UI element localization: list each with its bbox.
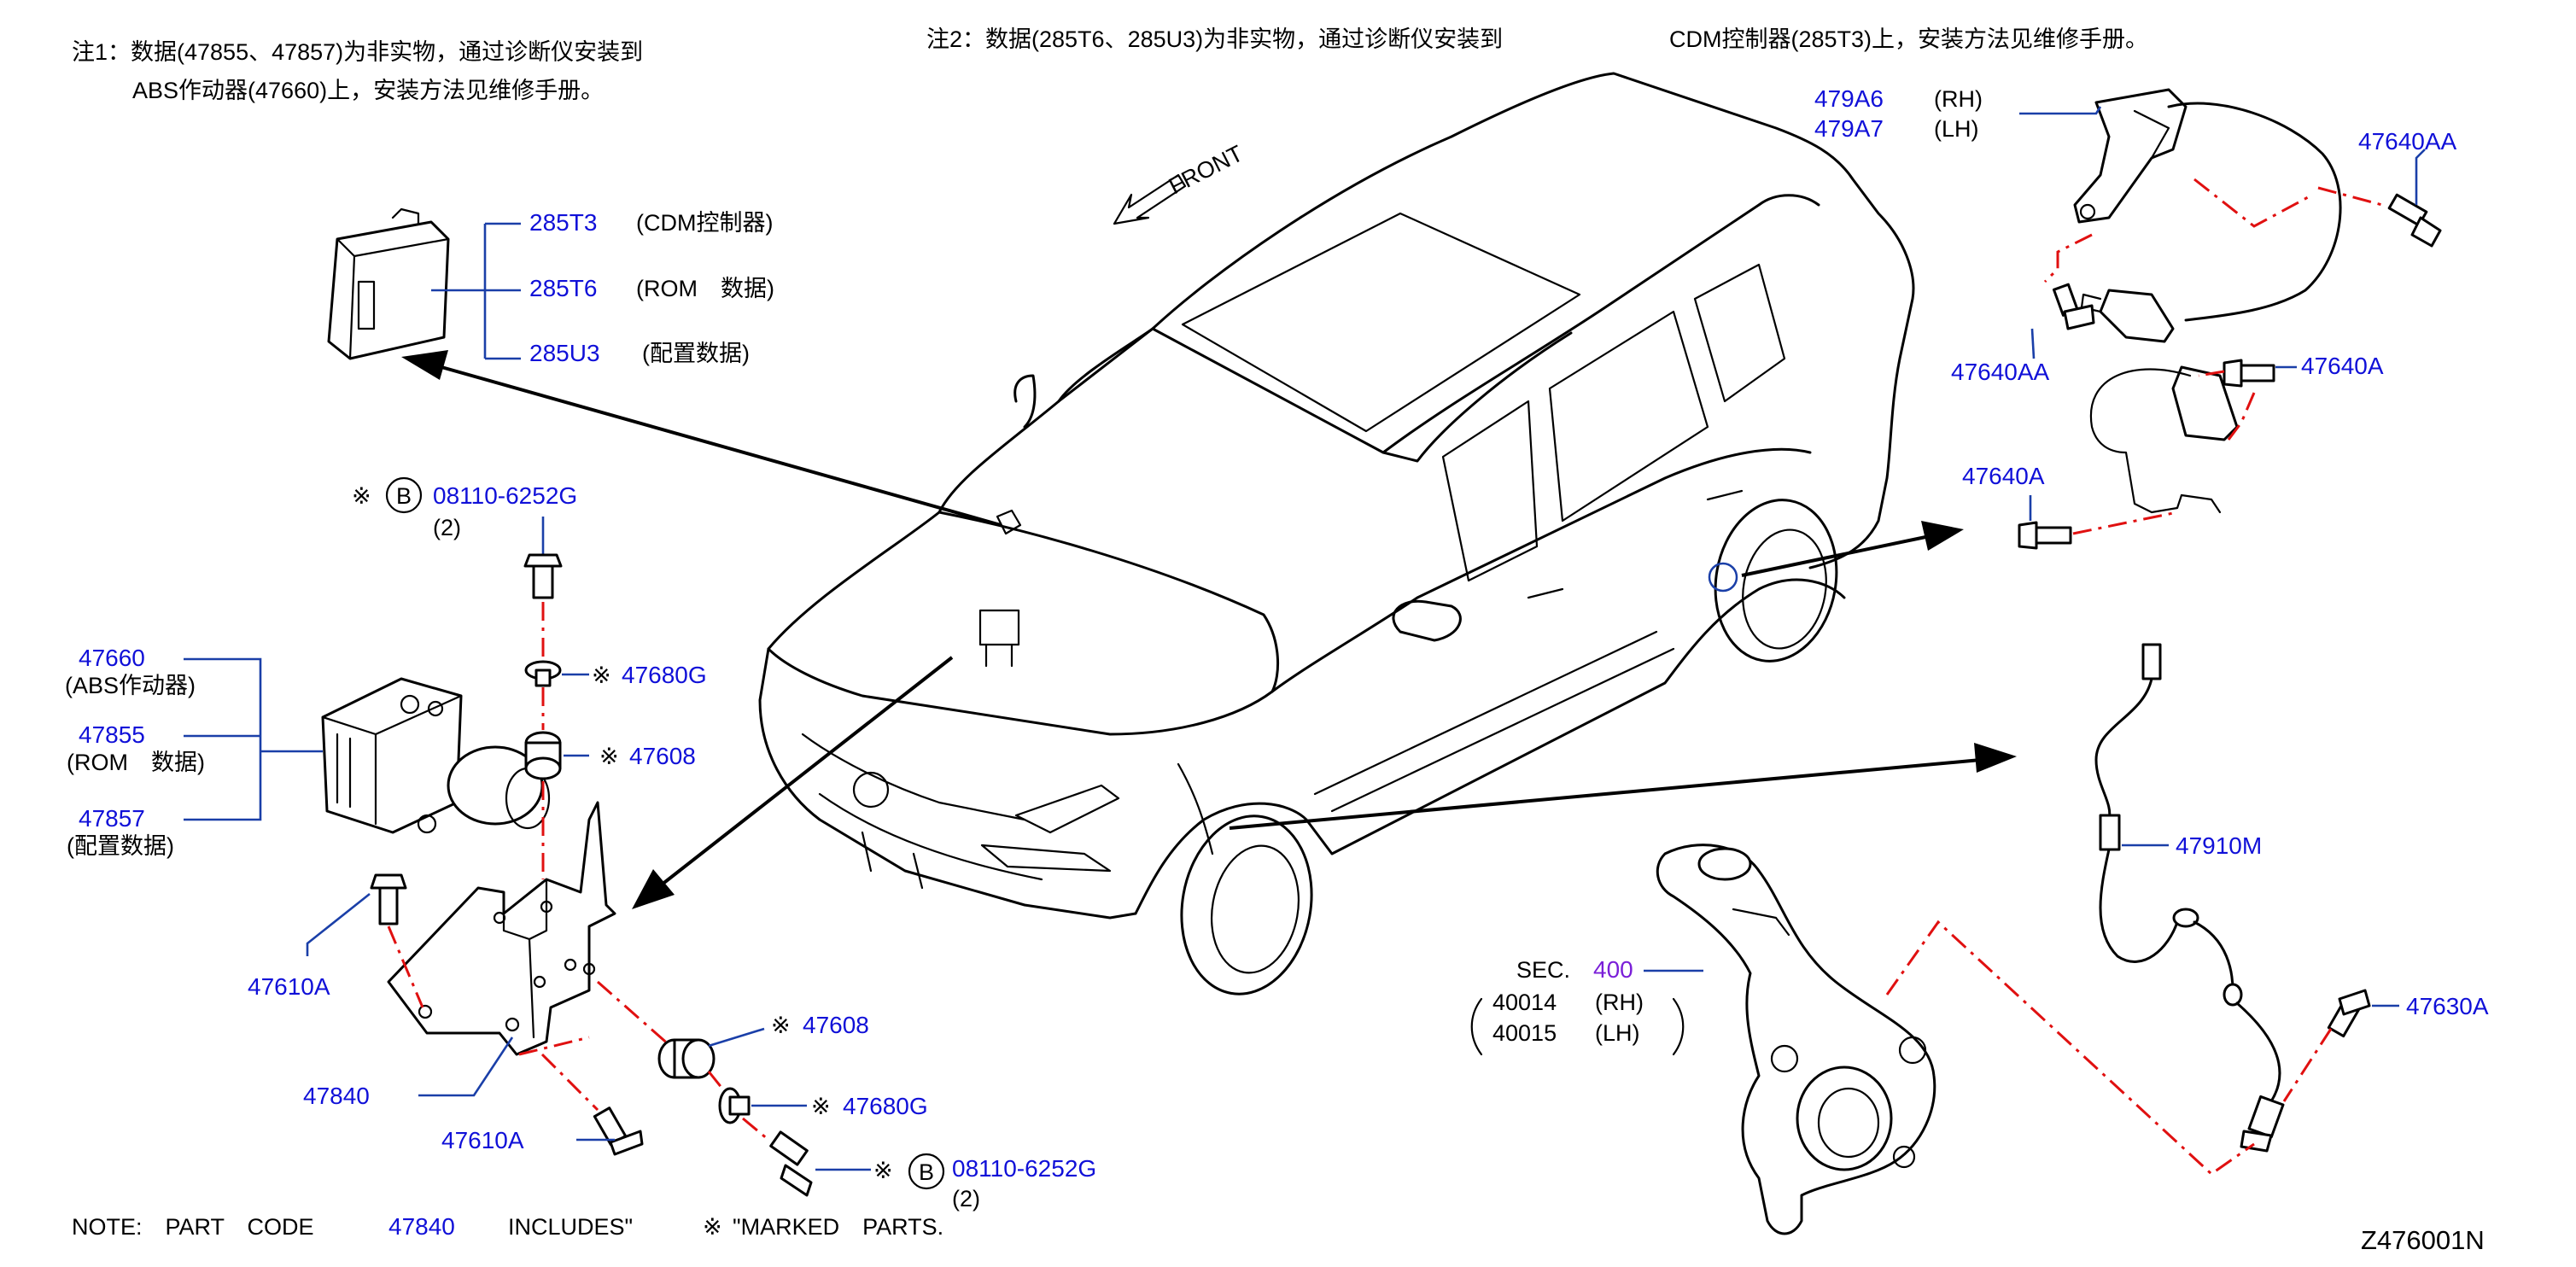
note1-line1: 注1：数据(47855、47857)为非实物，通过诊断仪安装到 (72, 39, 643, 65)
footer-note-code[interactable]: 47840 (388, 1213, 455, 1240)
top-bolt-qty: (2) (433, 515, 461, 540)
abs-leader-lines (184, 657, 323, 821)
footer-note-mid: INCLUDES" (508, 1214, 633, 1240)
abs-bracket-drawing (387, 801, 616, 1056)
abs-actuator-desc: (ABS作动器) (65, 673, 196, 698)
steering-knuckle-drawing (1656, 844, 1936, 1235)
front-bolt-aa-top-code[interactable]: 47640AA (2358, 128, 2457, 155)
top-grommet-code[interactable]: 47680G (622, 662, 707, 688)
front-bolt-a-right-code[interactable]: 47640A (2301, 353, 2384, 379)
bottom-grommet-mark: ※ (811, 1094, 831, 1119)
bottom-bushing-drawing (657, 1038, 716, 1079)
top-bolt-code[interactable]: 08110-6252G (433, 482, 577, 509)
front-bolt-a-bottom-code[interactable]: 47640A (1962, 463, 2045, 489)
front-sensor-rh-desc: (RH) (1934, 86, 1983, 112)
vehicle-drawing (758, 72, 1915, 996)
diagram-id: Z476001N (2361, 1225, 2485, 1255)
bracket-code[interactable]: 47840 (303, 1083, 370, 1109)
front-bolt-aa-mid-drawing (2052, 283, 2095, 330)
bottom-bolt-code[interactable]: 47610A (441, 1127, 524, 1153)
abs-config-data-desc: (配置数据) (67, 833, 174, 859)
abs-rom-data-code[interactable]: 47855 (79, 721, 145, 748)
rear-bolt-drawing (2327, 989, 2371, 1038)
top-bushing-drawing (524, 731, 562, 780)
front-bolt-a-right-drawing (2223, 359, 2275, 388)
front-sensor-rh-code[interactable]: 479A6 (1814, 85, 1884, 112)
knuckle-sec-code[interactable]: 400 (1593, 956, 1633, 983)
cdm-rom-data-code[interactable]: 285T6 (529, 275, 597, 301)
top-grommet-drawing (524, 660, 562, 687)
front-sensor-lh-code[interactable]: 479A7 (1814, 115, 1884, 142)
rear-wheel-sensor-drawing (2094, 643, 2285, 1153)
note2-part-b: CDM控制器(285T3)上，安装方法见维修手册。 (1669, 26, 2148, 52)
abs-config-data-code[interactable]: 47857 (79, 805, 145, 832)
bottom-bolt2-circle-b (908, 1153, 945, 1190)
top-bushing-code[interactable]: 47608 (629, 743, 696, 769)
footer-note-mark: ※ (703, 1214, 722, 1240)
knuckle-sec-label: SEC. (1516, 957, 1570, 983)
front-bolt-a-bottom-drawing (2018, 521, 2072, 550)
front-bolt-aa-top-drawing (2387, 193, 2442, 248)
bottom-bolt2-drawing (769, 1130, 813, 1197)
bottom-grommet-code[interactable]: 47680G (843, 1093, 928, 1119)
top-bolt-drawing (523, 553, 563, 599)
bottom-bolt2-code[interactable]: 08110-6252G (952, 1155, 1096, 1182)
cdm-leader-lines (431, 222, 521, 360)
abs-actuator-drawing (321, 677, 551, 834)
top-grommet-mark: ※ (592, 663, 611, 688)
abs-rom-data-desc: (ROM 数据) (67, 750, 205, 775)
cdm-config-data-desc: (配置数据) (642, 341, 750, 366)
front-sensor-lh-desc: (LH) (1934, 116, 1979, 142)
note2-part-a: 注2：数据(285T6、285U3)为非实物，通过诊断仪安装到 (926, 26, 1503, 52)
front-direction-indicator: FRONT (1113, 140, 1247, 225)
front-bolt-aa-mid-code[interactable]: 47640AA (1951, 359, 2050, 385)
pointer-arrows (401, 350, 2017, 909)
bottom-bushing-code[interactable]: 47608 (803, 1012, 869, 1038)
left-bolt-code[interactable]: 47610A (248, 973, 330, 1000)
rear-harness-code[interactable]: 47910M (2176, 832, 2262, 859)
bottom-bolt2-mark: ※ (873, 1158, 893, 1183)
knuckle-rh-code[interactable]: 40014 (1492, 990, 1557, 1015)
top-bushing-mark: ※ (599, 744, 619, 769)
bottom-bolt-drawing (593, 1106, 644, 1156)
bottom-bolt2-circle-b-label: B (919, 1159, 934, 1185)
knuckle-rh-desc: (RH) (1595, 990, 1644, 1015)
bottom-grommet-drawing (718, 1087, 751, 1124)
footer-note-suffix: "MARKED PARTS. (733, 1214, 943, 1240)
bottom-bolt2-qty: (2) (952, 1186, 980, 1212)
cdm-controller-desc: (CDM控制器) (636, 210, 773, 236)
cdm-controller-code[interactable]: 285T3 (529, 209, 597, 236)
left-bolt-drawing (370, 873, 407, 925)
cdm-rom-data-desc: (ROM 数据) (636, 276, 774, 301)
bottom-bushing-mark: ※ (771, 1013, 791, 1038)
footer-note-prefix: NOTE: PART CODE (72, 1214, 314, 1240)
front-label: FRONT (1165, 140, 1247, 199)
cdm-controller-drawing (327, 207, 450, 360)
note1-line2: ABS作动器(47660)上，安装方法见维修手册。 (132, 78, 604, 103)
front-wheel-sensor-drawing (2073, 88, 2342, 514)
knuckle-lh-desc: (LH) (1595, 1020, 1640, 1046)
top-bolt-circle-b-label: B (396, 483, 412, 509)
top-bolt-mark: ※ (352, 483, 371, 509)
knuckle-lh-code[interactable]: 40015 (1492, 1020, 1557, 1046)
abs-actuator-code[interactable]: 47660 (79, 645, 145, 671)
cdm-config-data-code[interactable]: 285U3 (529, 340, 600, 366)
top-bolt-circle-b (385, 476, 423, 514)
rear-bolt-code[interactable]: 47630A (2406, 993, 2489, 1019)
